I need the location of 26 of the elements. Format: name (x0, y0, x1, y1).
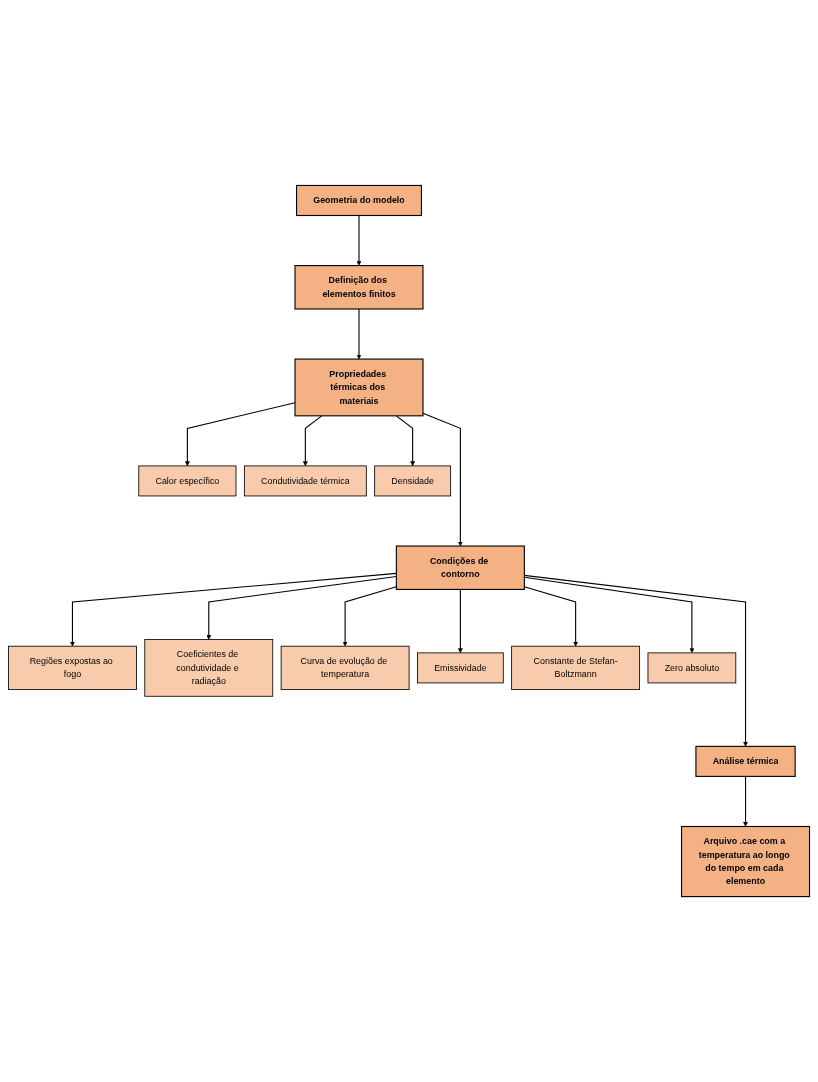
arrow (395, 415, 416, 467)
node-box: Análise térmica (695, 745, 796, 777)
arrow (342, 586, 397, 647)
node-box: Propriedades térmicas dos materiais (294, 358, 424, 417)
node-box: Arquivo .cae com a temperatura ao longo do tempo em cada elemento (681, 825, 811, 898)
arrow (184, 402, 296, 467)
arrow (70, 572, 397, 647)
node-box: Constante de Stefan-Boltzmann (511, 645, 641, 690)
node-box: Definição dos elementos finitos (294, 265, 424, 310)
arrow (356, 308, 362, 360)
node-box: Zero absoluto (647, 652, 737, 684)
arrow (743, 775, 748, 827)
node-box: Condutividade térmica (243, 465, 367, 497)
arrow (302, 415, 323, 467)
arrow (422, 412, 463, 547)
node-box: Densidade (374, 465, 452, 497)
node-box: Regiões expostas ao fogo (8, 645, 137, 690)
node-box: Coeficientes de condutividade e radiação (144, 639, 274, 697)
node-box: Emissividade (417, 652, 504, 684)
arrow (206, 575, 397, 640)
node-box: Calor específico (138, 465, 237, 497)
node-box: Condições de contorno (395, 545, 525, 590)
arrow (356, 214, 362, 266)
node-box: Curva de evolução de temperatura (280, 645, 410, 690)
node-box: Geometria do modelo (296, 184, 422, 217)
arrow (457, 588, 463, 654)
